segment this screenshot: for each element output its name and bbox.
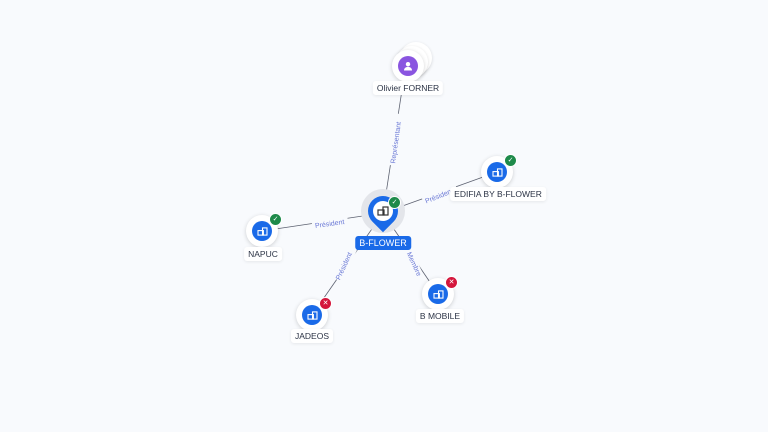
active-badge-icon: ✓ xyxy=(269,213,282,226)
node-olivier[interactable] xyxy=(392,50,424,82)
node-label-edifia[interactable]: EDIFIA BY B-FLOWER xyxy=(450,187,546,201)
closed-badge-icon: ✕ xyxy=(445,276,458,289)
svg-text:Président: Président xyxy=(315,219,345,230)
edge-label-jadeos: Président xyxy=(333,245,358,283)
node-label-napuc[interactable]: NAPUC xyxy=(244,247,282,261)
node-label-bmobile[interactable]: B MOBILE xyxy=(415,309,465,323)
node-bmobile[interactable]: ✕ xyxy=(422,276,458,310)
node-label-jadeos[interactable]: JADEOS xyxy=(290,329,334,343)
building-icon xyxy=(302,305,322,325)
active-badge-icon: ✓ xyxy=(388,196,401,209)
node-label-olivier[interactable]: Olivier FORNER xyxy=(372,81,444,95)
building-icon xyxy=(428,284,448,304)
center-node-label[interactable]: B-FLOWER xyxy=(355,236,411,250)
edge-label-bmobile: Membre xyxy=(401,245,424,279)
svg-text:Président: Président xyxy=(335,251,354,281)
person-icon xyxy=(398,56,418,76)
active-badge-icon: ✓ xyxy=(504,154,517,167)
closed-badge-icon: ✕ xyxy=(319,297,332,310)
edge-label-olivier: Représentant xyxy=(389,113,406,167)
edge-label-napuc: Président xyxy=(311,215,349,230)
building-icon xyxy=(487,162,507,182)
node-napuc[interactable]: ✓ xyxy=(246,213,282,247)
building-icon xyxy=(373,201,393,221)
node-edifia[interactable]: ✓ xyxy=(481,154,517,188)
building-icon xyxy=(252,221,272,241)
node-jadeos[interactable]: ✕ xyxy=(296,297,332,331)
